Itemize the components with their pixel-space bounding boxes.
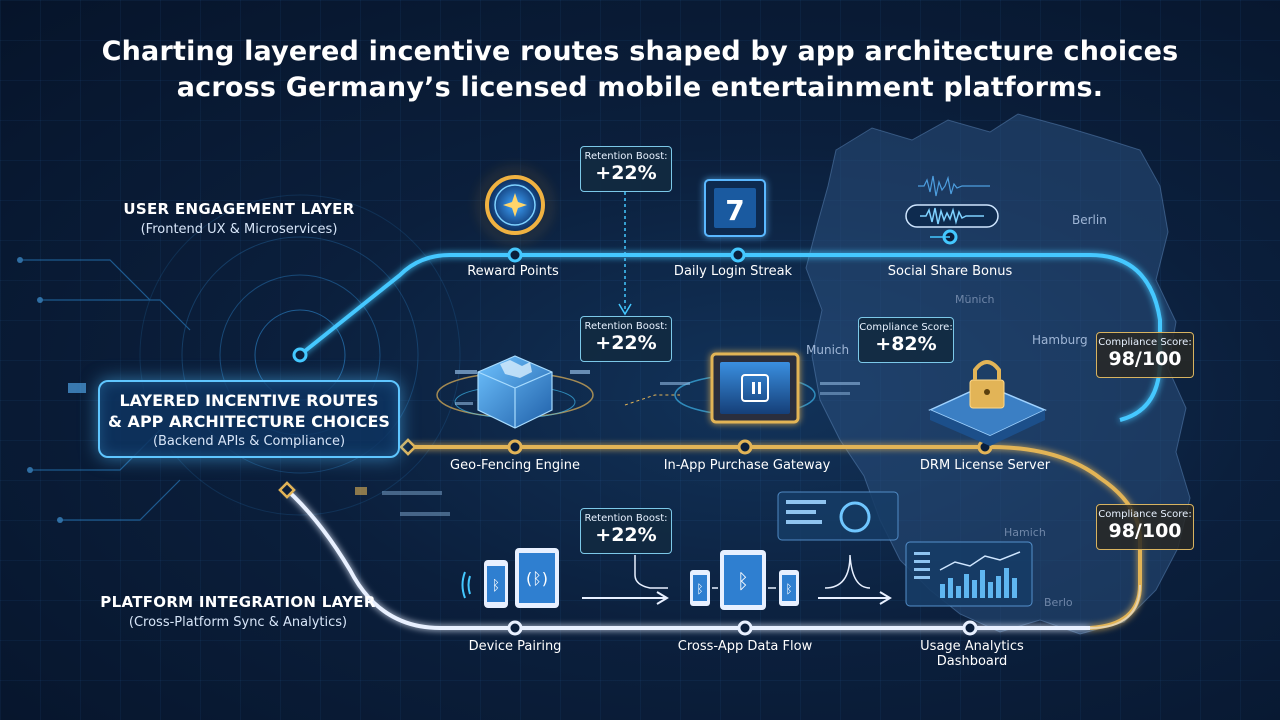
compass-star-icon: [480, 170, 550, 240]
central-hub-box: LAYERED INCENTIVE ROUTES & APP ARCHITECT…: [98, 380, 400, 458]
city-munich-top: Münich: [955, 293, 995, 306]
indicator-tag: [68, 383, 86, 393]
calendar-icon: 7: [704, 179, 766, 237]
city-munich-left: Munich: [806, 343, 850, 357]
svg-text:(ᛒ): (ᛒ): [526, 569, 548, 588]
city-berlin: Berlin: [1072, 213, 1107, 227]
svg-text:ᛒ: ᛒ: [785, 582, 792, 596]
streak-number: 7: [725, 194, 744, 227]
compliance-score-middle: Compliance Score: +82%: [858, 317, 954, 363]
indicator-tag: [382, 491, 442, 495]
indicator-tag: [400, 512, 450, 516]
engagement-layer-heading: USER ENGAGEMENT LAYER (Frontend UX & Mic…: [108, 200, 370, 237]
city-berlo: Berlo: [1044, 596, 1073, 609]
compliance-label: Compliance Score:: [859, 322, 953, 333]
compliance-label: Compliance Score:: [1098, 509, 1192, 520]
retention-value: +22%: [595, 524, 657, 546]
node-reward-points: Reward Points: [467, 264, 559, 279]
node-social-share-bonus: Social Share Bonus: [887, 264, 1013, 279]
node-geo-fencing-engine: Geo-Fencing Engine: [450, 458, 580, 473]
node-in-app-purchase-gateway: In-App Purchase Gateway: [663, 458, 831, 473]
tablet-icon: [660, 352, 860, 424]
sound-wave-icon: [905, 175, 999, 228]
hub-title-line-2: & APP ARCHITECTURE CHOICES: [108, 412, 390, 431]
bluetooth-tablet-icon: ᛒ ᛒ ᛒ: [690, 550, 799, 610]
compliance-score-right-top: Compliance Score: 98/100: [1096, 332, 1194, 378]
bottom-route: [285, 488, 1090, 630]
hub-title-line-1: LAYERED INCENTIVE ROUTES: [119, 391, 379, 410]
compliance-label: Compliance Score:: [1098, 337, 1192, 348]
retention-label: Retention Boost:: [584, 321, 668, 332]
platform-layer-subtitle: (Cross-Platform Sync & Analytics): [128, 615, 348, 630]
bluetooth-phone-icon: ᛒ (ᛒ): [461, 548, 559, 608]
node-drm-license-server: DRM License Server: [919, 458, 1051, 473]
retention-boost-bottom: Retention Boost: +22%: [580, 508, 672, 554]
city-hamburg: Hamburg: [1032, 333, 1088, 347]
compliance-value: +82%: [875, 333, 937, 355]
node-device-pairing: Device Pairing: [468, 639, 562, 654]
retention-value: +22%: [595, 332, 657, 354]
dashboard-chart-icon: [777, 491, 1033, 607]
retention-label: Retention Boost:: [584, 513, 668, 524]
svg-text:ᛒ: ᛒ: [737, 569, 749, 593]
node-cross-app-data-flow: Cross-App Data Flow: [677, 639, 813, 654]
svg-text:ᛒ: ᛒ: [696, 582, 703, 596]
svg-text:ᛒ: ᛒ: [492, 578, 500, 594]
title-line-2: across Germany’s licensed mobile enterta…: [176, 72, 1104, 103]
retention-boost-top: Retention Boost: +22%: [580, 146, 672, 192]
city-hamich: Hamich: [1004, 526, 1046, 539]
node-usage-analytics-dashboard: Usage Analytics Dashboard: [920, 639, 1024, 669]
node-daily-login-streak: Daily Login Streak: [673, 264, 793, 279]
engagement-layer-title: USER ENGAGEMENT LAYER: [123, 200, 355, 218]
platform-layer-heading: PLATFORM INTEGRATION LAYER (Cross-Platfo…: [88, 593, 388, 630]
padlock-icon: [928, 360, 1047, 446]
indicator-tag: [355, 487, 367, 495]
compliance-value: 98/100: [1108, 348, 1182, 370]
platform-layer-title: PLATFORM INTEGRATION LAYER: [100, 593, 376, 611]
page-title: Charting layered incentive routes shaped…: [0, 34, 1280, 106]
middle-route: [408, 445, 1142, 630]
map-cube-icon: [436, 355, 594, 429]
engagement-layer-subtitle: (Frontend UX & Microservices): [140, 222, 338, 237]
compliance-value: 98/100: [1108, 520, 1182, 542]
top-route: [298, 253, 1162, 422]
title-line-1: Charting layered incentive routes shaped…: [101, 36, 1179, 67]
retention-value: +22%: [595, 162, 657, 184]
retention-label: Retention Boost:: [584, 151, 668, 162]
hub-subtitle: (Backend APIs & Compliance): [152, 434, 346, 449]
retention-boost-middle: Retention Boost: +22%: [580, 316, 672, 362]
compliance-score-right-bottom: Compliance Score: 98/100: [1096, 504, 1194, 550]
circuit-decoration: [17, 194, 461, 523]
